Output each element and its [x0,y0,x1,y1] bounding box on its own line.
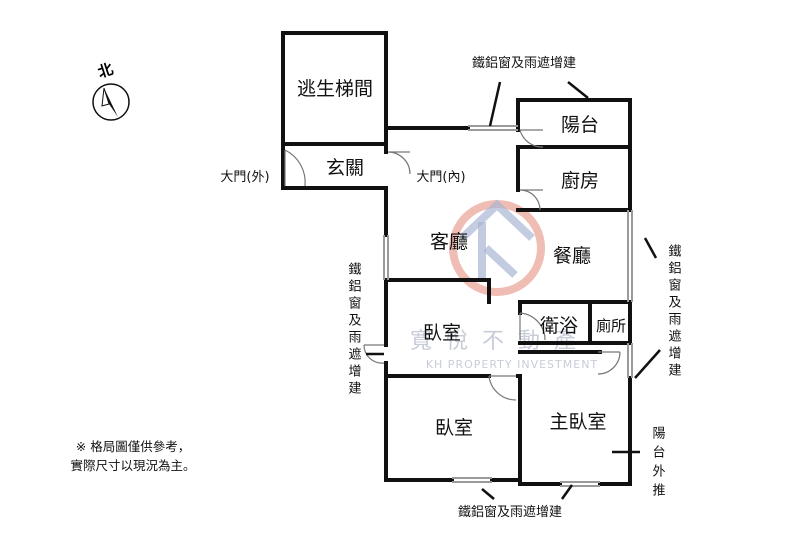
disclaimer-note: ※ 格局圖僅供參考， 實際尺寸以現況為主。 [48,437,218,475]
room-dining: 餐廳 [553,245,591,267]
windows [383,125,633,487]
label-window-right: 鐵鋁窗及雨遮增建 [666,243,682,380]
room-stairwell: 逃生梯間 [297,78,373,100]
compass-north-label: 北 [96,60,116,82]
door-swings [284,129,621,401]
watermark-english: KH PROPERTY INVESTMENT [426,358,598,371]
room-toilet: 廁所 [596,317,626,335]
label-window-top: 鐵鋁窗及雨遮增建 [472,55,576,71]
room-bedroom-small: 臥室 [423,322,461,344]
walls [281,31,632,486]
pointer-lines [366,81,661,500]
disclaimer-line-2: 實際尺寸以現況為主。 [70,458,196,473]
compass-icon: 北 [92,60,130,121]
label-main-door-outer: 大門(外) [220,170,269,185]
label-window-left: 鐵鋁窗及雨遮增建 [346,261,362,398]
room-master-bedroom: 主臥室 [549,411,606,433]
room-kitchen: 廚房 [561,169,599,192]
room-bathroom: 衛浴 [540,315,578,337]
label-balcony-extension: 陽台外推 [650,426,666,502]
label-main-door-inner: 大門(內) [416,170,465,185]
label-window-bottom: 鐵鋁窗及雨遮增建 [458,504,562,520]
room-bedroom: 臥室 [435,417,473,439]
room-balcony: 陽台 [561,114,599,136]
room-foyer: 玄關 [326,157,364,179]
room-living: 客廳 [430,231,468,253]
watermark-logo: 寬悅不動產 KH PROPERTY INVESTMENT [410,199,598,371]
disclaimer-line-1: ※ 格局圖僅供參考， [75,439,191,454]
